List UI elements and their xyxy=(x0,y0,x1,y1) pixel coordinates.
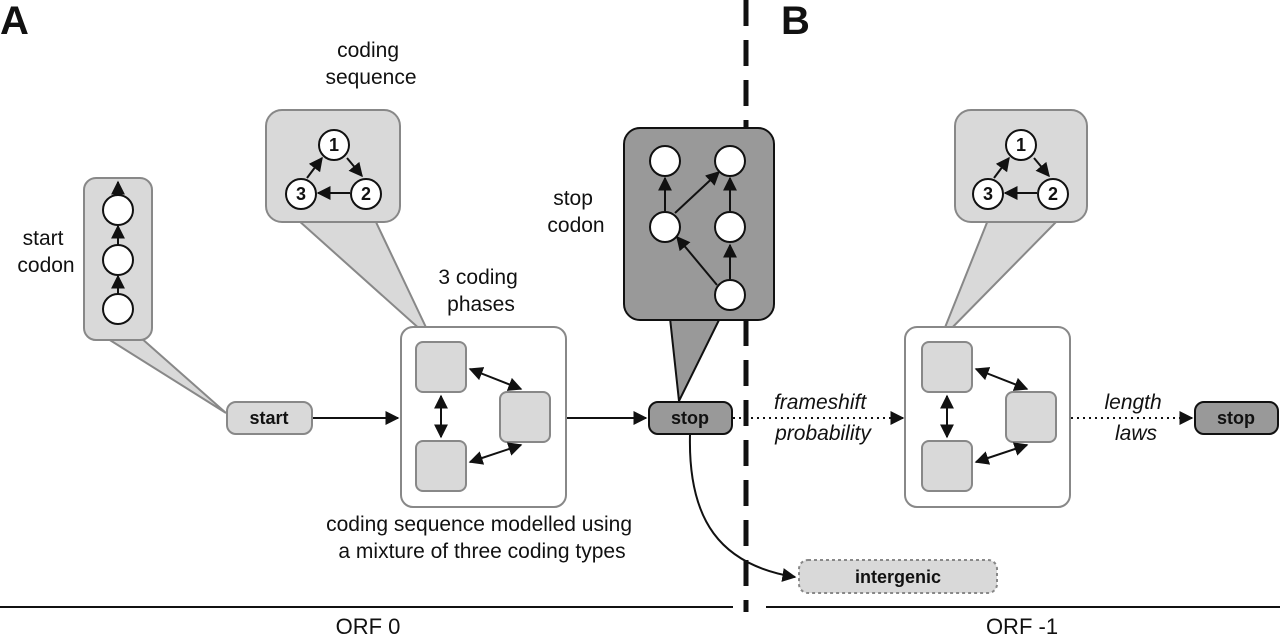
frameshift-label: frameshift probability xyxy=(774,391,872,445)
intergenic-node-label: intergenic xyxy=(855,567,941,587)
phase-state-3-b xyxy=(972,178,1004,210)
coding-callout-pointer-b xyxy=(939,219,1061,341)
phase-state-2-a xyxy=(350,178,382,210)
coding-phase-arrow-lower-b xyxy=(974,442,1029,465)
stop-arrow-l2-r1 xyxy=(674,171,721,214)
coding-sequence-callout-a xyxy=(265,109,401,223)
phase-arrow-3-1-a xyxy=(306,156,323,179)
stop-node-a-label: stop xyxy=(671,408,709,428)
coding-phase-arrow-upper-b xyxy=(974,367,1029,391)
intergenic-node xyxy=(798,559,998,594)
stop-state-r2 xyxy=(714,211,746,243)
phase-arrow-1-2-a xyxy=(346,157,363,178)
stop-node-a xyxy=(648,401,733,435)
stop-node-b-label: stop xyxy=(1217,408,1255,428)
stop-state-l2 xyxy=(649,211,681,243)
start-codon-callout-pointer xyxy=(101,336,227,414)
phase-state-3-a xyxy=(285,178,317,210)
stop-arrow-r3-l2 xyxy=(676,235,718,286)
orf-1-label: ORF -1 xyxy=(986,614,1058,638)
coding-phase-arrow-lower-a xyxy=(468,442,523,465)
phase-state-1-b xyxy=(1005,129,1037,161)
stop-state-r3 xyxy=(714,279,746,311)
start-codon-label: start codon xyxy=(17,227,74,277)
phase-state-1-a xyxy=(318,129,350,161)
start-node-label: start xyxy=(249,408,288,428)
coding-phase-node-bottom-b xyxy=(921,440,973,492)
coding-phase-node-top-b xyxy=(921,341,973,393)
phase-number-2-b: 2 xyxy=(1048,184,1058,204)
phase-number-1-a: 1 xyxy=(329,135,339,155)
phase-number-2-a: 2 xyxy=(361,184,371,204)
stop-node-b xyxy=(1194,401,1279,435)
phase-number-3-a: 3 xyxy=(296,184,306,204)
coding-callout-pointer-a xyxy=(295,219,433,341)
stop-codon-callout xyxy=(623,127,775,321)
start-codon-state-1 xyxy=(102,194,134,226)
length-laws-label: length laws xyxy=(1104,391,1167,445)
coding-sequence-callout-b xyxy=(954,109,1088,223)
coding-phase-node-right-b xyxy=(1005,391,1057,443)
phase-arrow-3-1-b xyxy=(993,156,1010,179)
start-codon-state-3 xyxy=(102,293,134,325)
stop-codon-label: stop codon xyxy=(547,187,604,237)
panel-label-b: B xyxy=(781,0,810,43)
arrow-stop-to-intergenic xyxy=(688,434,797,582)
start-codon-state-2 xyxy=(102,244,134,276)
orf-0-label: ORF 0 xyxy=(336,614,401,638)
phase-state-2-b xyxy=(1037,178,1069,210)
coding-phase-node-bottom-a xyxy=(415,440,467,492)
start-node xyxy=(226,401,313,435)
stop-state-l1 xyxy=(649,145,681,177)
coding-phase-node-right-a xyxy=(499,391,551,443)
phase-number-1-b: 1 xyxy=(1016,135,1026,155)
coding-sequence-label: coding sequence xyxy=(325,39,416,89)
coding-phases-label: 3 coding phases xyxy=(438,266,523,316)
stop-state-r1 xyxy=(714,145,746,177)
coding-phase-arrow-upper-a xyxy=(468,367,523,391)
panel-label-a: A xyxy=(0,0,29,43)
phase-number-3-b: 3 xyxy=(983,184,993,204)
coding-phase-node-top-a xyxy=(415,341,467,393)
stop-codon-callout-pointer xyxy=(668,317,722,405)
coding-model-caption: coding sequence modelled using a mixture… xyxy=(326,513,638,563)
phase-arrow-1-2-b xyxy=(1033,157,1050,178)
